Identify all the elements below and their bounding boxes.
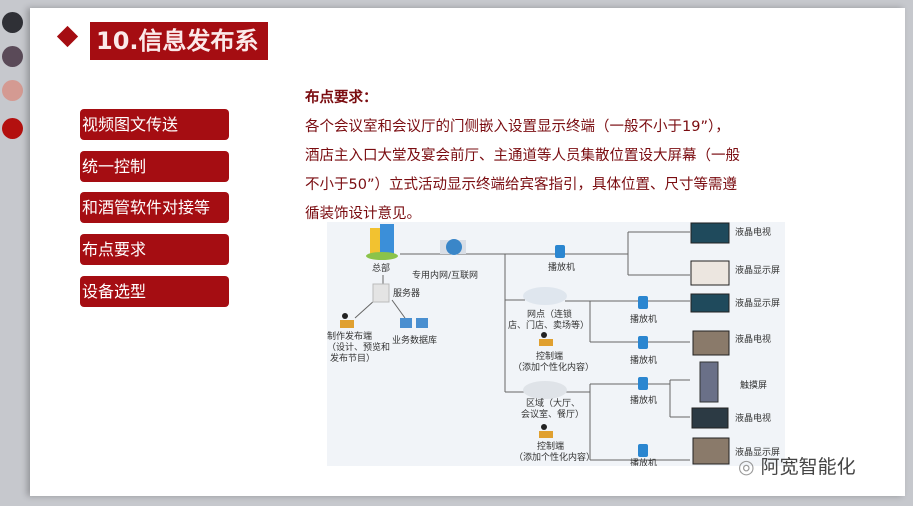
screen-label: 触摸屏 [740,379,767,391]
producer-label: （设计、预览和 [327,341,390,353]
wechat-icon: ◎ [738,456,761,478]
monitor-icon [690,260,730,286]
nav-button-control[interactable]: 统一控制 [80,151,229,182]
player-icon [638,296,648,309]
producer-label: 制作发布端 [327,330,372,342]
control-label: 控制端 [537,440,564,452]
screen-label: 液晶显示屏 [735,446,780,458]
player-icon [555,245,565,258]
player-label: 播放机 [630,313,657,325]
nav-button-equipment[interactable]: 设备选型 [80,276,229,307]
area-label: 会议室、餐厅） [521,408,584,420]
player-icon [638,444,648,457]
screen-icons [690,222,730,465]
requirements-line: 不小于50”）立式活动显示终端给宾客指引，具体位置、尺寸等需遵 [305,177,737,193]
hq-label: 总部 [372,262,390,274]
player-icon [638,336,648,349]
player-label: 播放机 [630,394,657,406]
screen-label: 液晶电视 [735,333,771,345]
requirements-line: 酒店主入口大堂及宴会前厅、主通道等人员集散位置设大屏幕（一般 [305,148,740,164]
network-diagram: 总部 专用内网/互联网 服务器 制作发布端 （设计、预览和 发布节目） 业务数据… [327,222,785,469]
watermark-text: 阿宽智能化 [760,456,856,478]
decor-dot [2,118,23,139]
cloud-area-icon [523,381,567,399]
decor-dot [2,12,23,33]
screen-label: 液晶电视 [735,412,771,424]
network-label: 专用内网/互联网 [412,269,478,281]
tv-icon [691,407,729,429]
producer-label: 发布节目） [330,352,375,364]
connector-lines [354,231,690,461]
building-icon [366,224,398,260]
monitor-icon [690,293,730,313]
nav-button-video[interactable]: 视频图文传送 [80,109,229,140]
nav-button-placement[interactable]: 布点要求 [80,234,229,265]
player-label: 播放机 [548,261,575,273]
control-person-icon [539,332,553,346]
outlet-label: 网点（连锁 [527,308,572,320]
control-label: （添加个性化内容） [514,451,595,463]
cloud-outlet-icon [523,287,567,305]
kiosk-icon [699,361,719,403]
screen-label: 液晶电视 [735,226,771,238]
decor-dot [2,80,23,101]
screen-label: 液晶显示屏 [735,297,780,309]
server-icon [372,283,390,303]
player-icons [555,245,648,457]
database-label: 业务数据库 [392,334,437,346]
producer-person-icon [340,313,354,328]
requirements-line: 循装饰设计意见。 [305,206,421,222]
player-label: 播放机 [630,457,657,466]
control-label: （添加个性化内容） [513,361,594,373]
area-label: 区域（大厅、 [526,397,580,409]
control-person-icon [539,424,553,438]
player-icon [638,377,648,390]
decor-dot [2,46,23,67]
tv-icon [692,330,730,356]
database-icon [400,318,428,328]
screen-label: 液晶显示屏 [735,264,780,276]
requirements-line: 各个会议室和会议厅的门侧嵌入设置显示终端（一般不小于19”）， [305,119,730,135]
outlet-label: 店、门店、卖场等） [508,319,589,331]
watermark: ◎ 阿宽智能化 [738,452,856,479]
monitor-icon [692,437,730,465]
nav-button-integration[interactable]: 和酒管软件对接等 [80,192,229,223]
requirements-text: 布点要求： 各个会议室和会议厅的门侧嵌入设置显示终端（一般不小于19”）， 酒店… [305,84,805,229]
requirements-heading: 布点要求： [305,90,378,106]
control-label: 控制端 [536,350,563,362]
slide-title: 10.信息发布系 [90,22,268,60]
player-label: 播放机 [630,354,657,366]
globe-icon [440,239,466,255]
server-label: 服务器 [393,287,420,299]
tv-icon [690,222,730,244]
